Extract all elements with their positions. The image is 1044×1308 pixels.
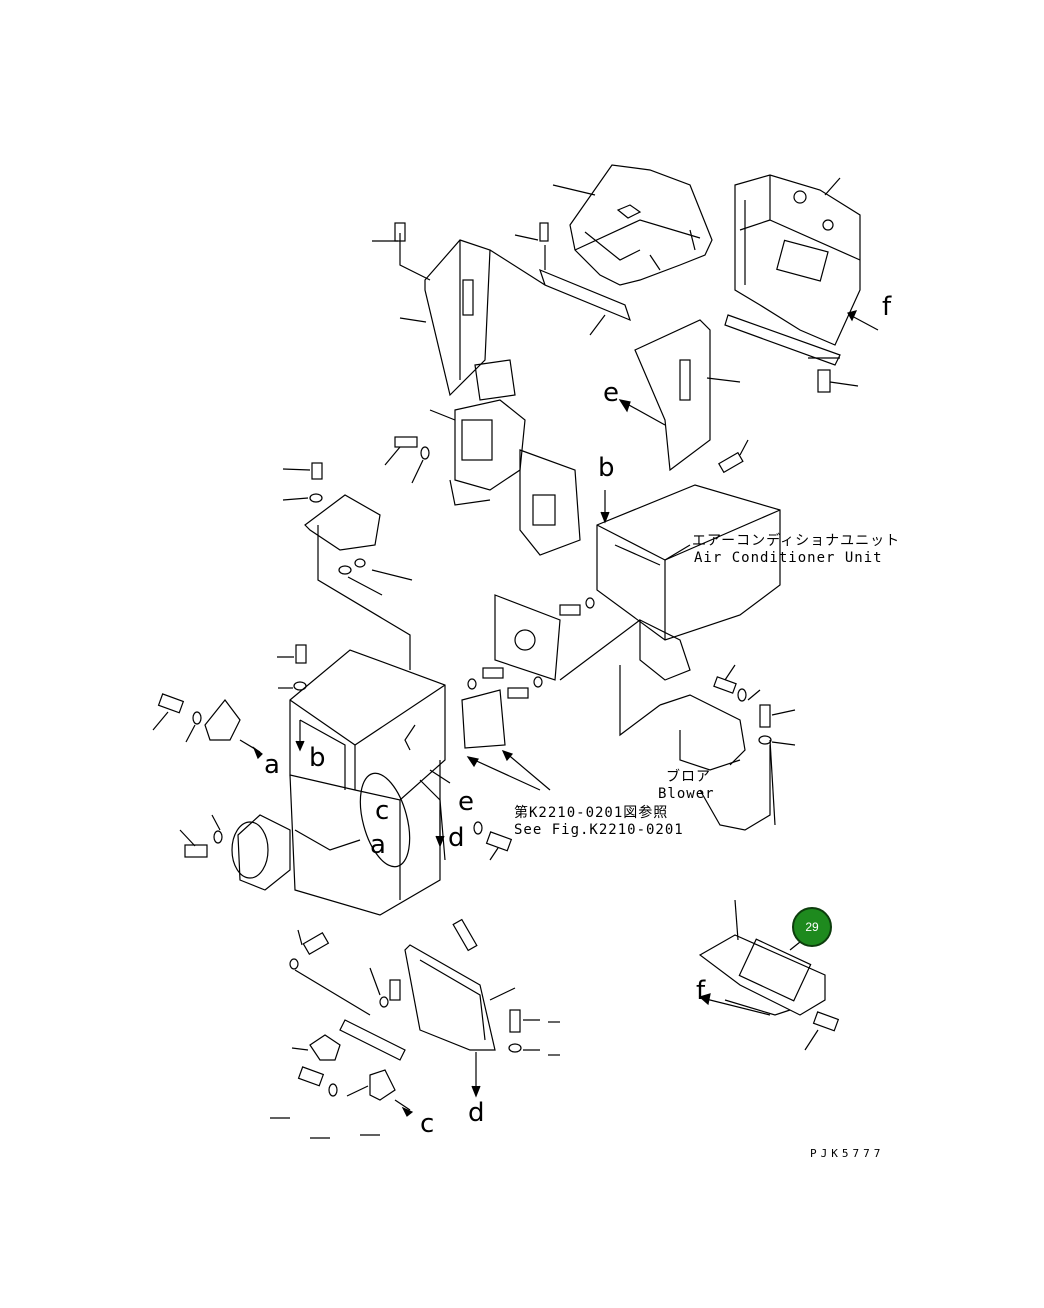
side-panel — [618, 310, 879, 474]
part-number-callout[interactable]: 29 — [792, 907, 832, 947]
see-fig-leaders — [461, 689, 551, 791]
ref-letter-e-center: e — [458, 787, 474, 817]
ref-letter-c-center: c — [375, 796, 390, 826]
top-right-housing — [734, 174, 861, 346]
plate-center — [467, 594, 641, 699]
ref-letter-b-top: b — [598, 453, 615, 483]
main-box-frame — [277, 644, 446, 916]
see-fig-label-en: See Fig.K2210-0201 — [514, 822, 684, 838]
upper-left-bracket — [372, 222, 546, 397]
air-conditioner-label-jp: エアーコンディショナユニット — [692, 533, 901, 549]
blower-label-en: Blower — [658, 786, 715, 802]
ref-letter-b-box: b — [309, 743, 326, 773]
ref-letter-a-center: a — [370, 830, 386, 860]
blower-label-jp: ブロア — [666, 769, 711, 785]
ref-letter-d-center: d — [448, 823, 465, 853]
ref-letter-f-bottom: f — [696, 976, 706, 1006]
blower — [619, 664, 796, 831]
part-29-filter — [698, 899, 840, 1051]
air-conditioner-unit — [596, 484, 781, 681]
ref-letter-a-left: a — [264, 750, 280, 780]
ref-letter-e-top: e — [603, 378, 619, 408]
ref-letter-d-bottom: d — [468, 1098, 485, 1128]
air-conditioner-label-en: Air Conditioner Unit — [694, 550, 883, 566]
lower-frame — [404, 918, 540, 1098]
ref-letter-f-top: f — [882, 292, 892, 322]
lower-left-cylinder — [179, 814, 291, 891]
see-fig-label-jp: 第K2210-0201図参照 — [514, 805, 669, 821]
oval-plate — [359, 769, 451, 868]
bracket-strip — [514, 222, 631, 336]
lower-left-parts — [270, 929, 560, 1139]
bolts-left-cluster — [282, 436, 430, 670]
left-bracket-a — [152, 693, 263, 760]
bolt-d — [473, 821, 513, 861]
top-cover — [552, 164, 713, 286]
ref-letter-c-bottom: c — [420, 1109, 435, 1139]
drawing-code: PJK5777 — [810, 1147, 885, 1160]
duct-assembly — [429, 359, 581, 556]
